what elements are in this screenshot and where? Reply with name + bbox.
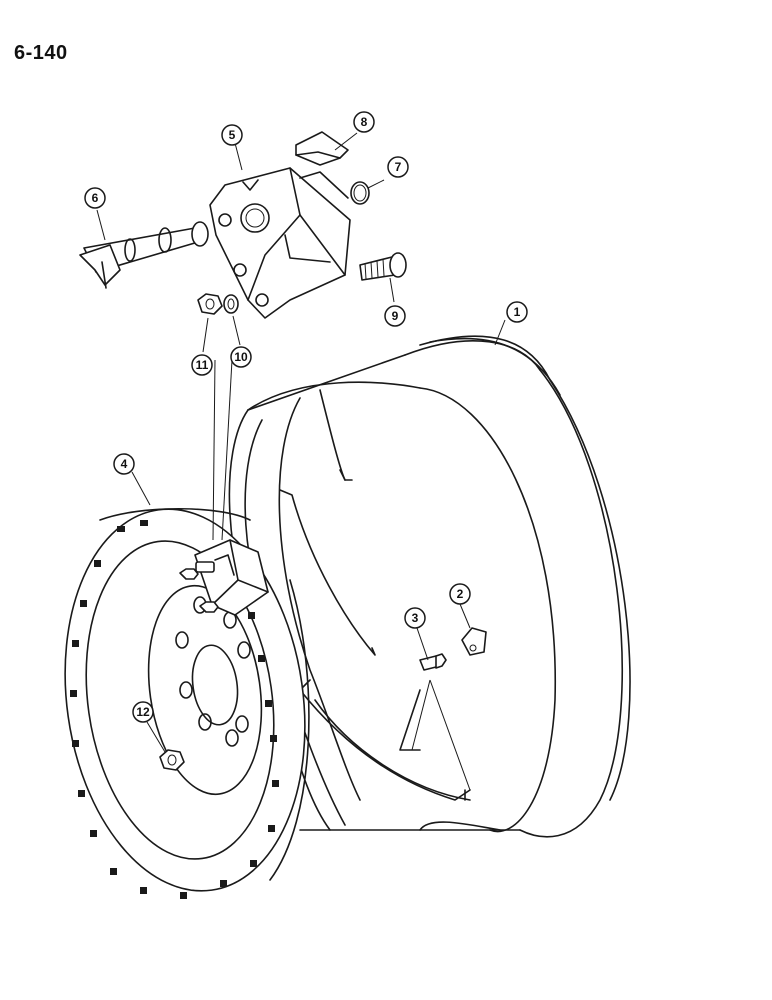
svg-text:8: 8	[361, 115, 368, 129]
callout-1: 1	[506, 301, 528, 323]
wedge	[295, 131, 349, 166]
callout-2: 2	[449, 583, 471, 605]
svg-text:9: 9	[392, 309, 399, 323]
snap-ring	[350, 181, 370, 205]
leader-lines	[96, 132, 506, 791]
callout-11: 11	[191, 354, 213, 376]
svg-text:6: 6	[92, 191, 99, 205]
callout-5: 5	[221, 124, 243, 146]
svg-text:2: 2	[457, 587, 464, 601]
svg-text:12: 12	[136, 705, 150, 719]
clamp	[209, 167, 351, 319]
svg-text:4: 4	[121, 457, 128, 471]
svg-text:10: 10	[234, 350, 248, 364]
nut	[197, 293, 223, 315]
washer	[223, 294, 239, 314]
wheel-nut	[159, 749, 185, 771]
svg-text:3: 3	[412, 611, 419, 625]
pin	[79, 221, 209, 289]
svg-text:11: 11	[196, 358, 209, 372]
svg-text:1: 1	[514, 305, 521, 319]
wheel-disc	[64, 508, 310, 899]
callout-3: 3	[404, 607, 426, 629]
callout-9: 9	[384, 305, 406, 327]
callout-8: 8	[353, 111, 375, 133]
clip-weight	[461, 627, 487, 656]
svg-text:5: 5	[229, 128, 236, 142]
bolt	[359, 252, 407, 281]
callout-6: 6	[84, 187, 106, 209]
small-bolt	[419, 653, 447, 671]
page-number: 6-140	[14, 42, 68, 64]
svg-text:7: 7	[395, 160, 402, 174]
callout-7: 7	[387, 156, 409, 178]
callout-4: 4	[113, 453, 135, 475]
callout-12: 12	[132, 701, 154, 723]
callout-10: 10	[230, 346, 252, 368]
